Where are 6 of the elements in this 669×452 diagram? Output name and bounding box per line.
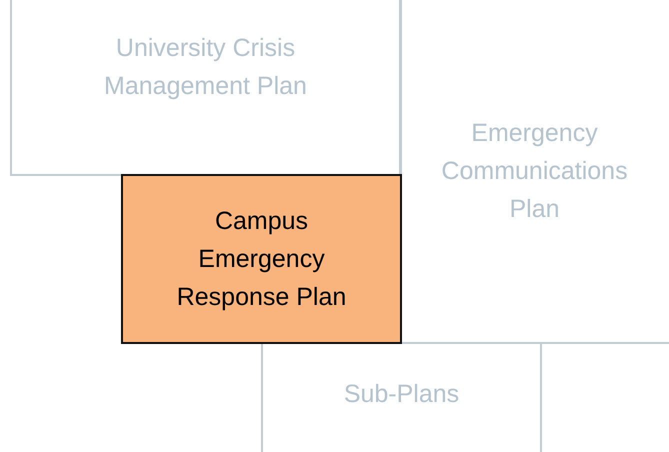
plan-box xyxy=(261,342,542,452)
plan-title: University Crisis Management Plan xyxy=(103,33,308,102)
plan-title: Campus Emergency Response Plan xyxy=(176,206,348,313)
highlighted-plan-box xyxy=(121,174,402,344)
plan-title: Emergency Communications Plan xyxy=(440,118,629,225)
plan-title: Sub-Plans xyxy=(344,379,460,410)
